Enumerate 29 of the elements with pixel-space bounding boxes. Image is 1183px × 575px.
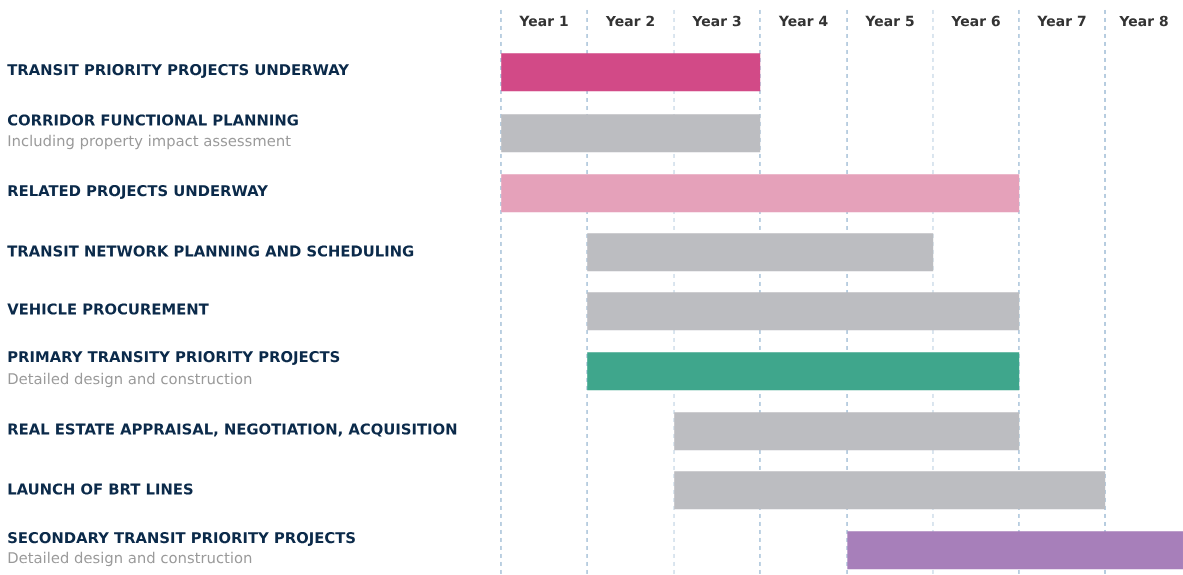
year-label: Year 6 xyxy=(951,15,1000,27)
task-title: PRIMARY TRANSITY PRIORITY PROJECTS xyxy=(8,351,340,365)
task-title: VEHICLE PROCUREMENT xyxy=(7,303,209,315)
gantt-bar xyxy=(501,53,761,92)
gantt-bar xyxy=(501,114,761,153)
task-subtitle: Including property impact assessment xyxy=(8,134,291,150)
year-label: Year 2 xyxy=(605,15,654,27)
task-title: TRANSIT NETWORK PLANNING AND SCHEDULING xyxy=(7,245,414,257)
year-label: Year 3 xyxy=(692,15,741,27)
year-label: Year 7 xyxy=(1037,15,1086,27)
gantt-bar xyxy=(847,531,1183,570)
task-title: RELATED PROJECTS UNDERWAY xyxy=(8,185,269,199)
gantt-bar xyxy=(674,412,1020,451)
gantt-bar xyxy=(587,292,1020,331)
task-title: LAUNCH OF BRT LINES xyxy=(8,483,193,495)
gantt-bar xyxy=(587,233,934,272)
task-title: TRANSIT PRIORITY PROJECTS UNDERWAY xyxy=(7,64,350,78)
year-label: Year 5 xyxy=(865,15,914,27)
task-title: SECONDARY TRANSIT PRIORITY PROJECTS xyxy=(8,532,355,546)
gantt-bar xyxy=(674,471,1106,510)
task-subtitle: Detailed design and construction xyxy=(8,551,252,567)
task-subtitle: Detailed design and construction xyxy=(8,372,252,388)
gantt-bar xyxy=(587,352,1020,391)
gantt-bar xyxy=(501,174,1020,213)
year-label: Year 4 xyxy=(778,15,828,27)
year-label: Year 1 xyxy=(519,15,568,27)
task-title: REAL ESTATE APPRAISAL, NEGOTIATION, ACQUISITION xyxy=(8,423,457,437)
year-label: Year 8 xyxy=(1119,15,1168,27)
task-title: CORRIDOR FUNCTIONAL PLANNING xyxy=(7,114,298,126)
